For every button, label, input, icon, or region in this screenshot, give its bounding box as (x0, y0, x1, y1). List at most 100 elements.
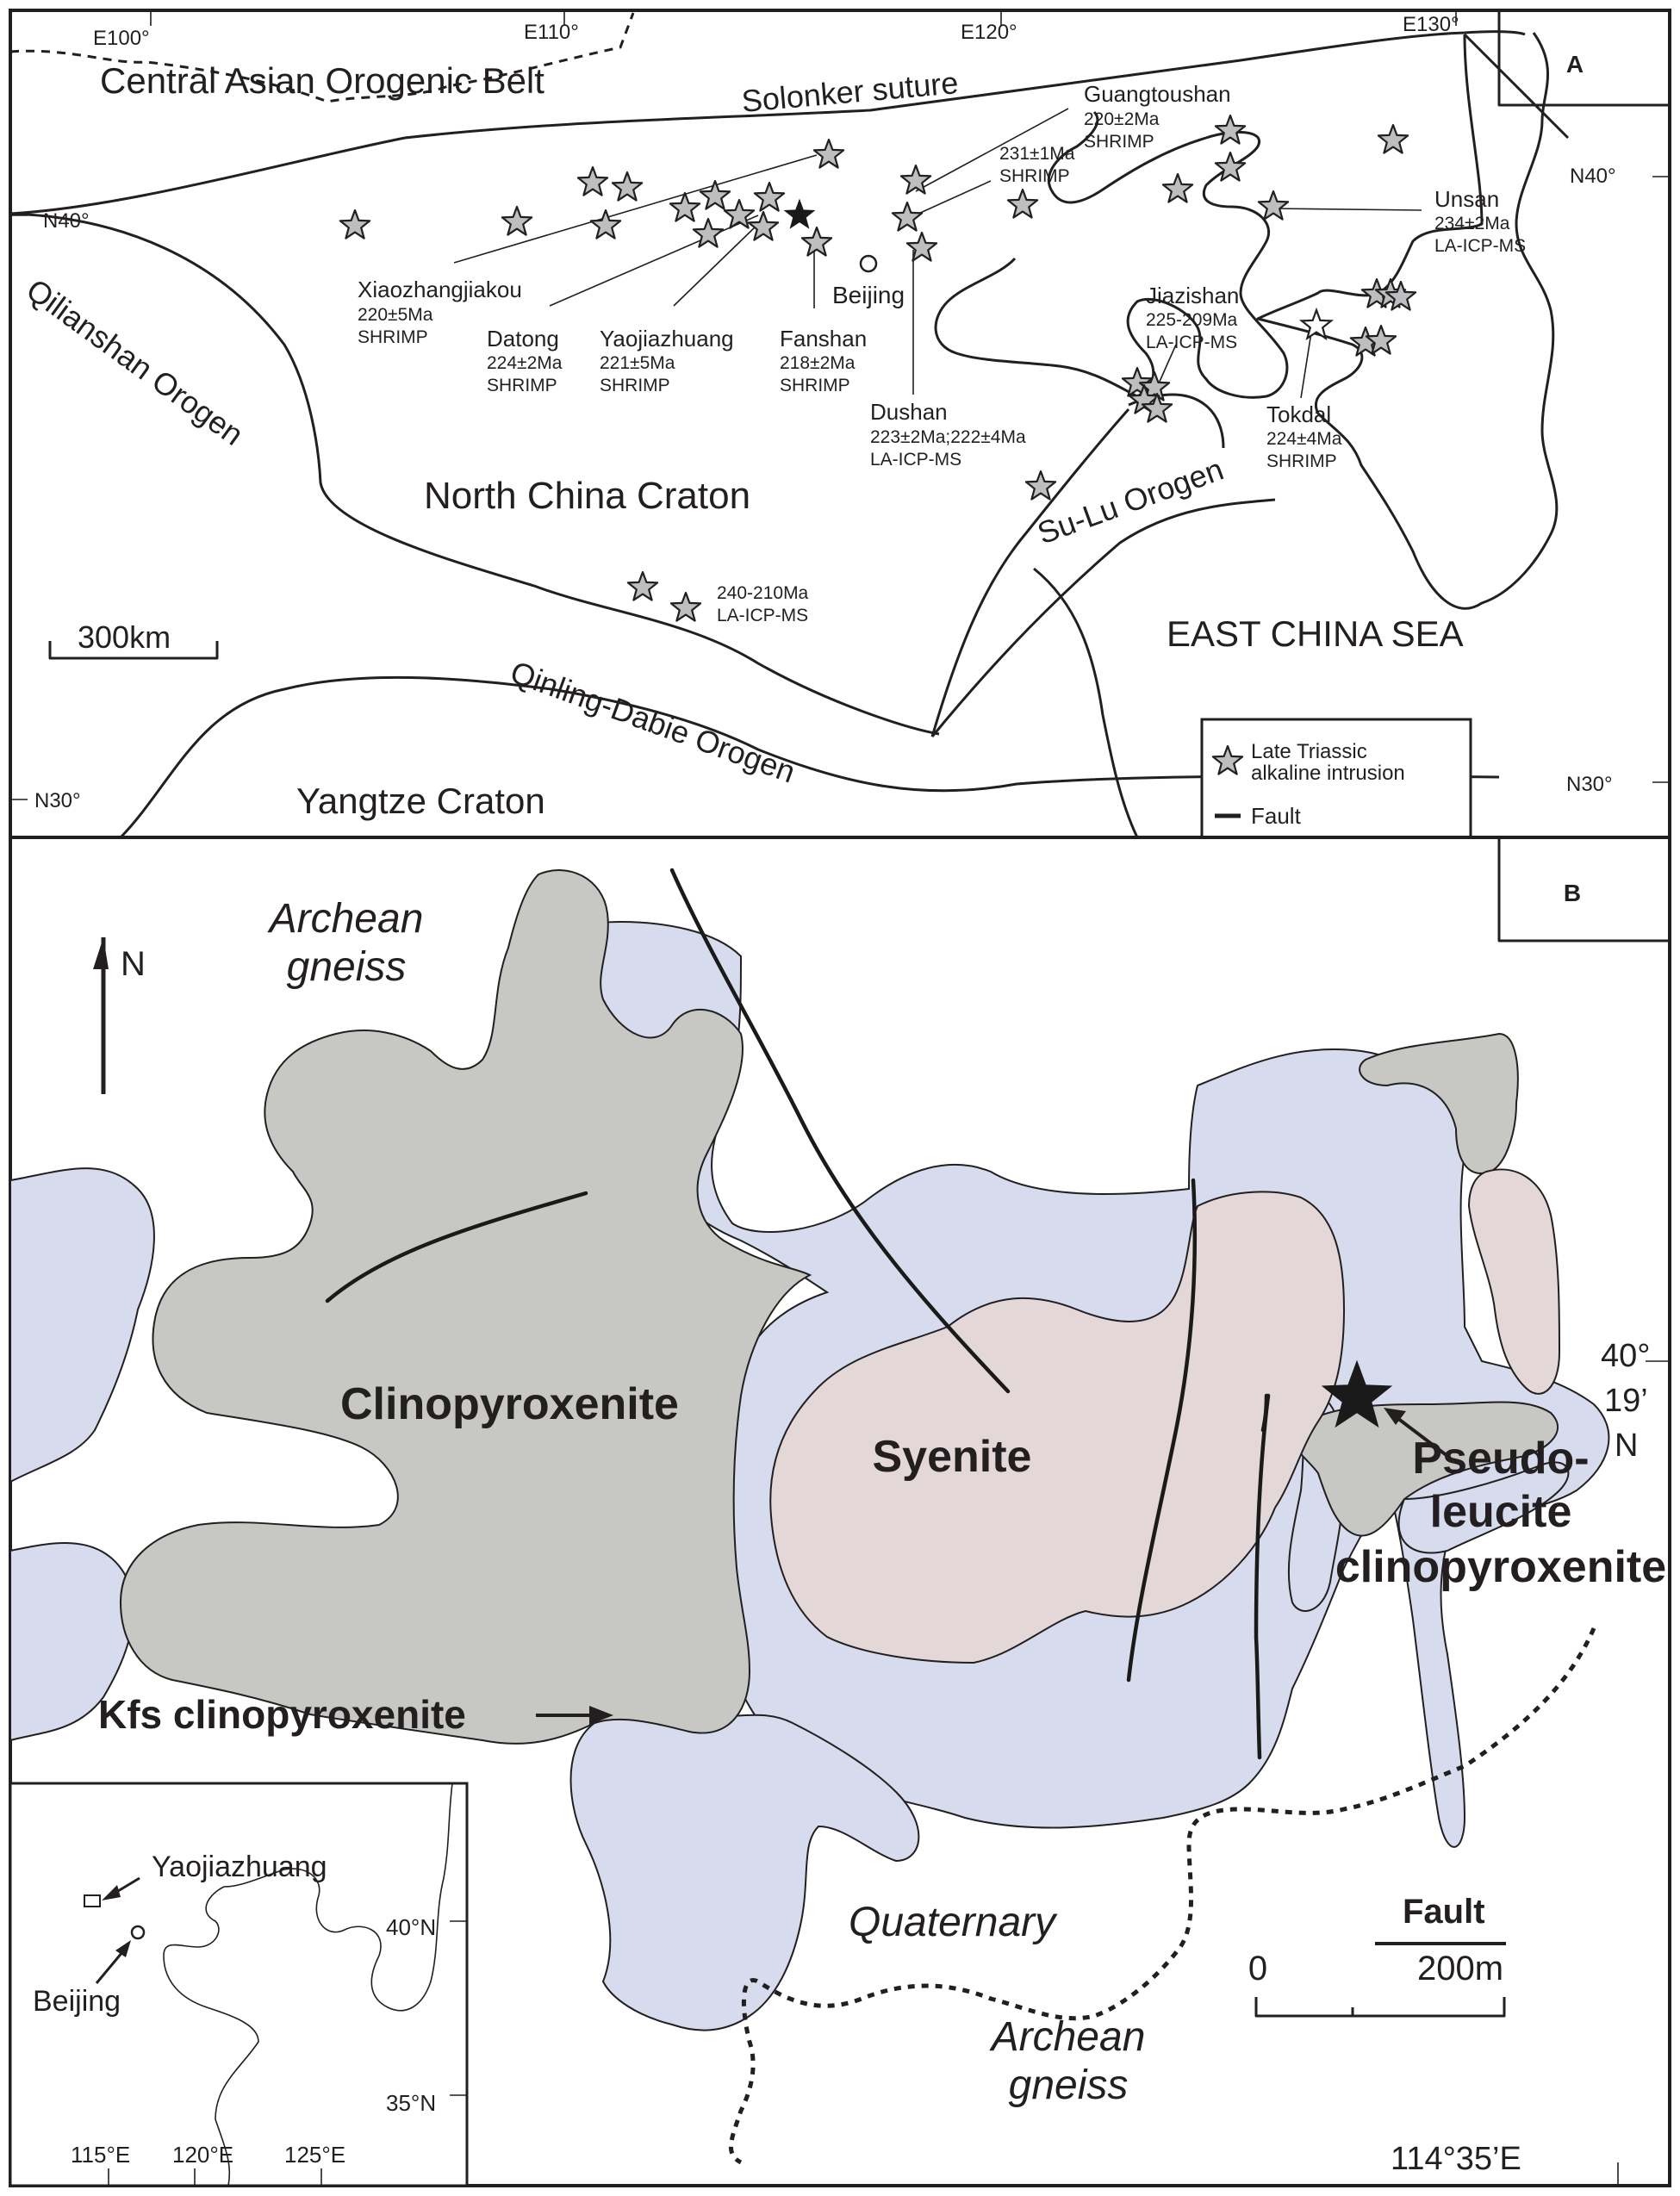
intrusion-dushan: Dushan 223±2Ma;222±4Ma LA-ICP-MS (870, 399, 1026, 470)
svg-text:Late Triassic: Late Triassic (1251, 740, 1367, 763)
archean-top-label-1: Archean (267, 896, 424, 942)
beijing-inset-marker (130, 1925, 146, 1940)
intrusion-fanshan: Fanshan 218±2Ma SHRIMP (780, 326, 867, 395)
dabie-fault (930, 498, 1276, 737)
svg-text:SHRIMP: SHRIMP (1266, 451, 1337, 471)
yaojiazhuang-marker (84, 1894, 101, 1907)
inset-city-label: Beijing (33, 1985, 121, 2018)
svg-text:224±2Ma: 224±2Ma (487, 353, 563, 373)
quaternary-boundary (728, 1627, 1596, 2165)
svg-text:LA-ICP-MS: LA-ICP-MS (870, 450, 961, 470)
svg-text:SHRIMP: SHRIMP (1084, 132, 1154, 152)
yangtze-label: Yangtze Craton (296, 781, 545, 821)
intrusion-yaojiazhuang: Yaojiazhuang 221±5Ma SHRIMP (600, 326, 734, 395)
intrusion-guangtoushan: Guangtoushan 220±2Ma SHRIMP (1084, 81, 1231, 152)
panel-b: B (9, 836, 1671, 2187)
intrusion-datong: Datong 224±2Ma SHRIMP (487, 326, 563, 395)
inset-lat-35: 35°N (386, 2090, 436, 2116)
intrusion-240ma: 240-210Ma LA-ICP-MS (717, 583, 809, 625)
intrusion-tokdal: Tokdal 224±4Ma SHRIMP (1266, 401, 1342, 471)
svg-text:alkaline intrusion: alkaline intrusion (1251, 762, 1405, 785)
scale-max: 200m (1417, 1950, 1503, 1988)
graticule-ticks (10, 10, 1670, 800)
ncc-west-boundary (9, 212, 940, 736)
svg-text:SHRIMP: SHRIMP (358, 327, 428, 347)
qinling-label: Qinling-Dabie Orogen (506, 654, 800, 790)
faults (325, 868, 1271, 1760)
svg-text:Tokdal: Tokdal (1266, 401, 1331, 427)
svg-text:Unsan: Unsan (1434, 186, 1499, 212)
lon-label: 114°35’E (1391, 2141, 1521, 2177)
scale-bar-b (1254, 1997, 1506, 2018)
intrusion-231ma: 231±1Ma SHRIMP (999, 144, 1075, 186)
svg-text:Yaojiazhuang: Yaojiazhuang (600, 326, 734, 351)
svg-text:225-209Ma: 225-209Ma (1146, 310, 1238, 330)
scale-label-a: 300km (78, 619, 171, 655)
panel-b-frame (9, 836, 1671, 2187)
leader-lines (453, 108, 1422, 399)
archean-bottom-label-2: gneiss (1009, 2062, 1129, 2108)
svg-text:Jiazishan: Jiazishan (1146, 283, 1239, 308)
scale-bar-a (48, 641, 219, 660)
svg-text:Guangtoushan: Guangtoushan (1084, 81, 1231, 107)
pseudoleucite-arrow (1384, 1408, 1449, 1458)
panel-b-label-box (1497, 837, 1670, 942)
inset-lon-115: 115°E (71, 2142, 130, 2168)
inset-map: Yaojiazhuang Beijing 40°N 35°N 115°E 120… (9, 1782, 469, 2187)
inset-site-label: Yaojiazhuang (152, 1851, 327, 1883)
clinopyroxenite-label: Clinopyroxenite (340, 1379, 679, 1429)
panel-a-label-box (1497, 10, 1670, 107)
quaternary-label: Quaternary (849, 1900, 1058, 1945)
intrusion-xiaozhangjiakou: Xiaozhangjiakou 220±5Ma SHRIMP (358, 277, 522, 347)
lat-30-left: N30° (34, 789, 81, 812)
lat-label-3: N (1615, 1428, 1638, 1464)
svg-text:Fault: Fault (1251, 803, 1302, 829)
syenite-label: Syenite (873, 1432, 1032, 1482)
north-arrow: N (93, 937, 146, 1094)
archean-bottom-label-1: Archean (989, 2014, 1146, 2060)
svg-text:Xiaozhangjiakou: Xiaozhangjiakou (358, 277, 522, 302)
lon-120: E120° (961, 21, 1017, 44)
inset-lat-40: 40°N (386, 1914, 436, 1940)
inset-lon-120: 120°E (172, 2142, 233, 2168)
svg-text:SHRIMP: SHRIMP (487, 376, 557, 395)
panel-a-frame (9, 9, 1671, 839)
archean-top-label-2: gneiss (287, 944, 407, 990)
intrusion-jiazishan: Jiazishan 225-209Ma LA-ICP-MS (1146, 283, 1239, 352)
svg-text:SHRIMP: SHRIMP (780, 376, 850, 395)
lat-label-2: 19’ (1604, 1383, 1648, 1419)
clinopyroxenite-unit (119, 869, 1559, 1745)
svg-text:224±4Ma: 224±4Ma (1266, 429, 1342, 449)
svg-text:SHRIMP: SHRIMP (600, 376, 670, 395)
beijing-marker (859, 254, 878, 273)
lat-30-right: N30° (1566, 773, 1613, 796)
pseudoleucite-label-3: clinopyroxenite (1335, 1542, 1666, 1592)
qilianshan-label: Qilianshan Orogen (20, 271, 250, 452)
svg-text:Datong: Datong (487, 326, 559, 351)
legend-a: Late Triassic alkaline intrusion Fault (1200, 718, 1472, 839)
lat-40-right: N40° (1570, 165, 1616, 188)
svg-text:Dushan: Dushan (870, 399, 948, 425)
svg-text:N: N (121, 945, 146, 983)
svg-text:231±1Ma: 231±1Ma (999, 144, 1075, 164)
beijing-label: Beijing (832, 282, 905, 308)
panel-b-label: B (1564, 880, 1581, 906)
panel-a-label: A (1566, 51, 1584, 78)
sulu-lower (1033, 567, 1139, 838)
pseudoleucite-label-2: leucite (1430, 1487, 1572, 1537)
korea-fault (1463, 33, 1570, 140)
intrusion-unsan: Unsan 234±2Ma LA-ICP-MS (1434, 186, 1526, 256)
syenite-unit (769, 1168, 1561, 1664)
ncc-south-boundary (119, 675, 1500, 839)
svg-text:240-210Ma: 240-210Ma (717, 583, 809, 603)
coastline (934, 32, 1559, 610)
kfs-arrow (536, 1706, 613, 1725)
lat-label-1: 40° (1601, 1338, 1650, 1374)
tectonic-boundaries (9, 12, 1570, 839)
svg-text:220±5Ma: 220±5Ma (358, 305, 433, 325)
fault-legend-label: Fault (1403, 1893, 1485, 1931)
scale-zero: 0 (1248, 1950, 1267, 1988)
caob-dashed-boundary (9, 12, 635, 103)
svg-text:234±2Ma: 234±2Ma (1434, 214, 1510, 233)
